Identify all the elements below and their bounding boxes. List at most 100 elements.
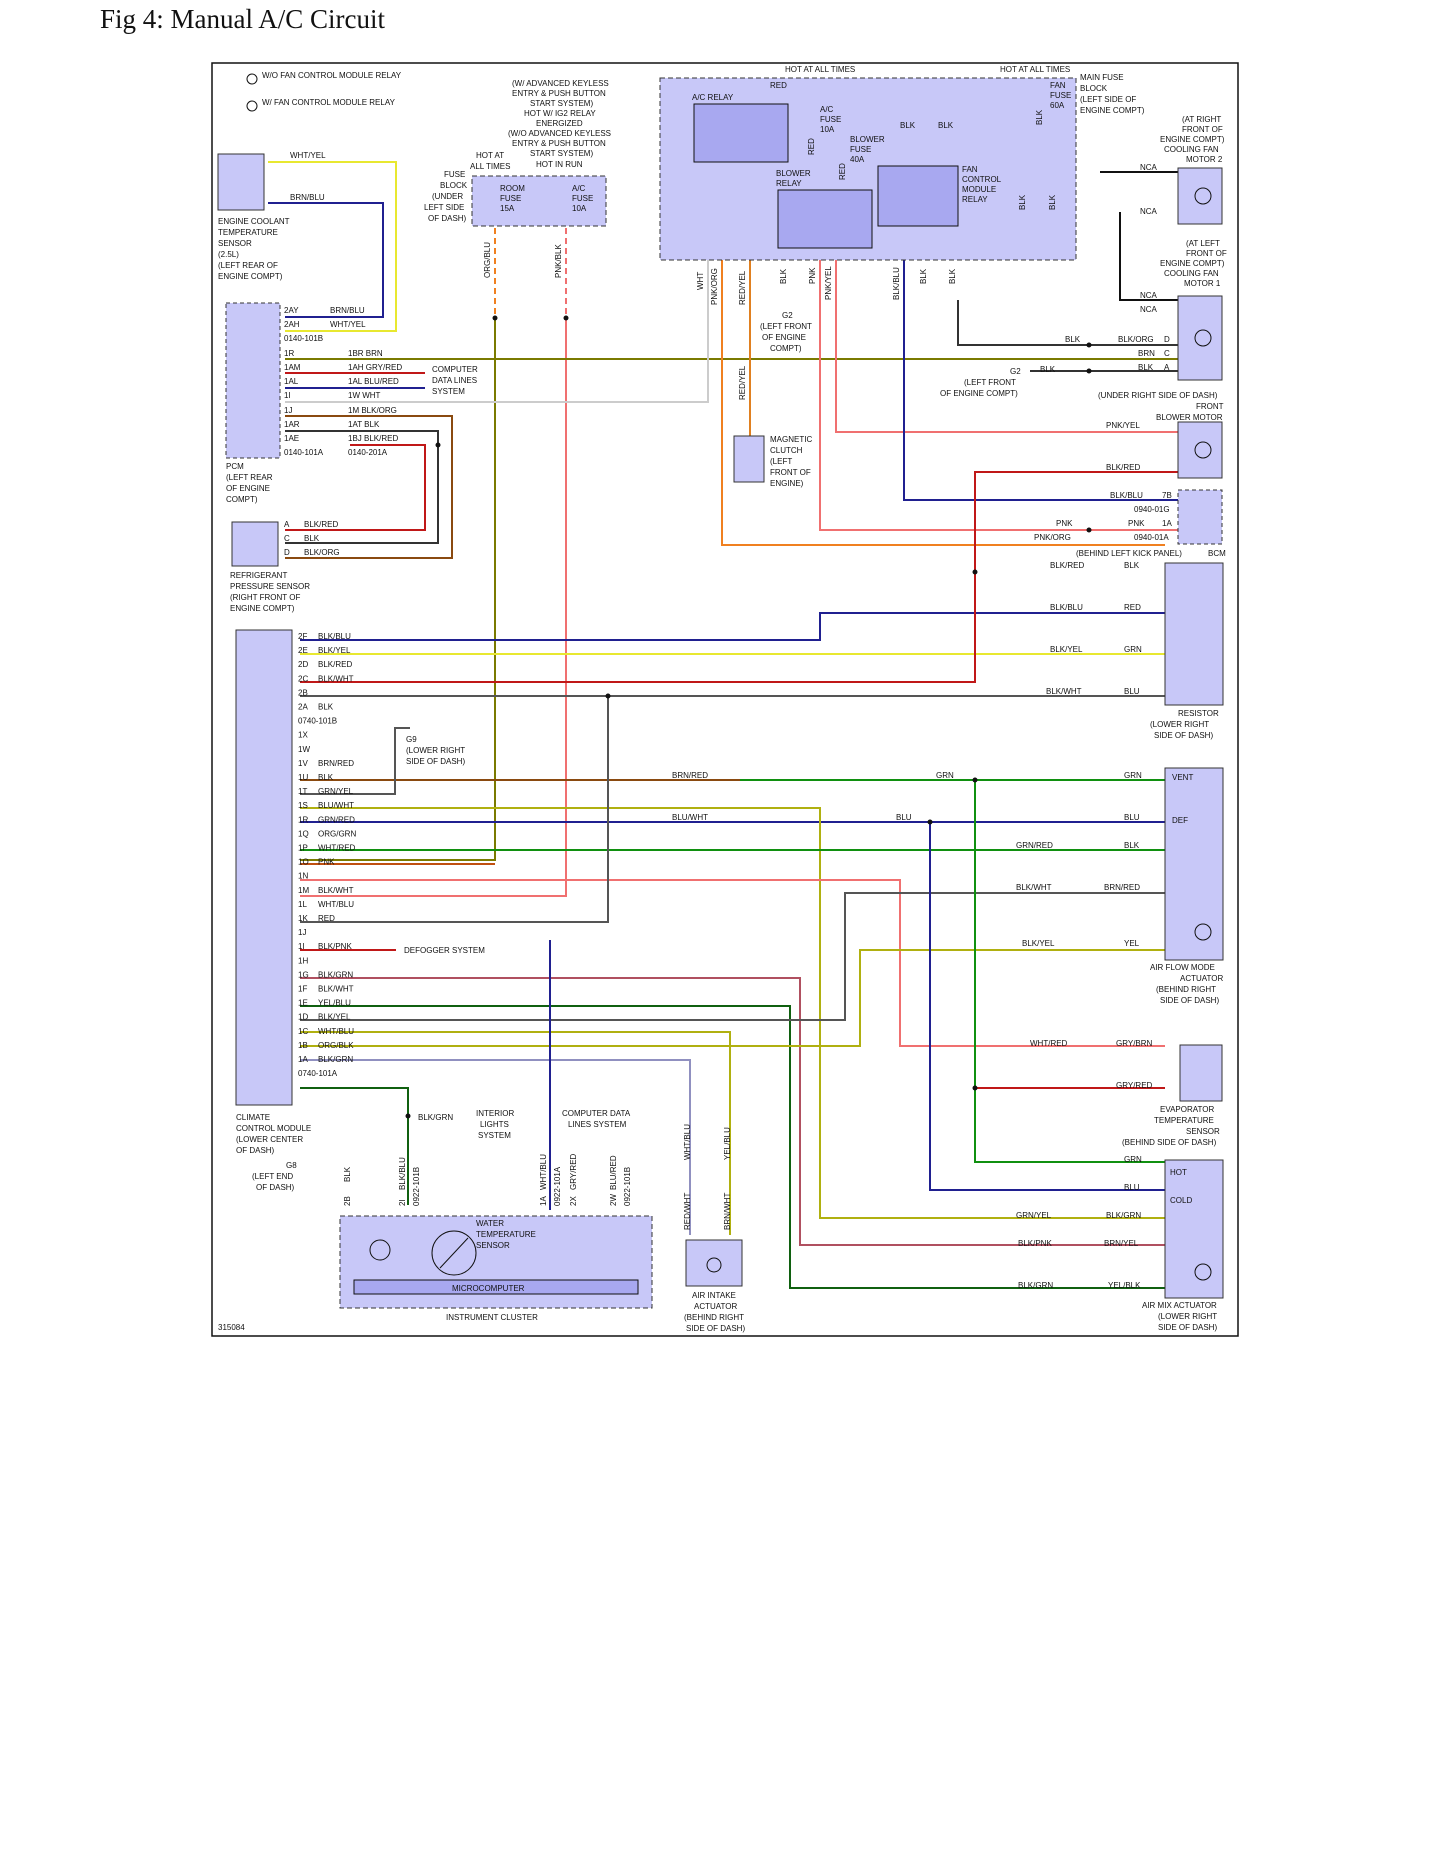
fcm-label: (UNDER RIGHT SIDE OF DASH) xyxy=(1098,391,1218,400)
wire-wht-yel xyxy=(268,161,397,332)
v-org-blu: ORG/BLU xyxy=(483,242,492,278)
refrig-sensor-box xyxy=(231,521,279,567)
wire-nca2 xyxy=(1119,212,1178,301)
svg-text:1AL: 1AL xyxy=(284,377,299,386)
res-1: (LOWER RIGHT xyxy=(1150,720,1209,729)
ccm-pin: 1Q xyxy=(298,829,309,838)
main-fuse-1: MAIN FUSE xyxy=(1080,73,1124,82)
room-fuse-1: FUSE xyxy=(500,194,521,203)
v-blk5: BLK xyxy=(1048,194,1057,210)
fan-fuse-3: 60A xyxy=(1050,101,1065,110)
afm-motor xyxy=(1194,923,1212,941)
g8-1: (LEFT END xyxy=(252,1172,293,1181)
wire-blk-red xyxy=(285,444,426,531)
mag-clutch-box xyxy=(733,435,765,483)
ccm-2: (LOWER CENTER xyxy=(236,1135,303,1144)
ccm-pin-wire: ORG/BLK xyxy=(318,1041,354,1050)
wire-wht-blu-1c xyxy=(300,1059,691,1235)
wire-grn-yel-ccm xyxy=(300,807,1165,1219)
svg-text:BLK/RED: BLK/RED xyxy=(1050,561,1084,570)
wires xyxy=(268,86,1178,1289)
amx-motor xyxy=(1194,1263,1212,1281)
bcm-box xyxy=(1177,489,1223,545)
ccm-pin-wire: BLK/RED xyxy=(318,660,352,669)
ai-2: (BEHIND RIGHT xyxy=(684,1313,744,1322)
refrig-0: REFRIGERANT xyxy=(230,571,287,580)
svg-text:GRY/RED: GRY/RED xyxy=(569,1153,578,1190)
svg-text:VENT: VENT xyxy=(1172,773,1193,782)
ai-1: ACTUATOR xyxy=(694,1302,737,1311)
svg-text:1A: 1A xyxy=(539,1196,548,1206)
air-intake-box xyxy=(685,1239,743,1287)
ac-fuse-3: 10A xyxy=(820,125,835,134)
figure-title: Fig 4: Manual A/C Circuit xyxy=(100,4,386,34)
svg-text:BLK/ORG: BLK/ORG xyxy=(1118,335,1154,344)
cfm1-2: ENGINE COMPT) xyxy=(1160,259,1225,268)
fuse-block-2: (UNDER xyxy=(432,192,463,201)
ccm-pin: 1L xyxy=(298,900,307,909)
cfm2-2: ENGINE COMPT) xyxy=(1160,135,1225,144)
v-blk-blu: BLK/BLU xyxy=(892,267,901,300)
svg-text:BRN/WHT: BRN/WHT xyxy=(723,1193,732,1230)
wts-0: WATER xyxy=(476,1219,504,1228)
blower-motor-box xyxy=(1177,421,1223,479)
g9-2: SIDE OF DASH) xyxy=(406,757,465,766)
cfm2-motor xyxy=(1194,187,1212,205)
ect-2: SENSOR xyxy=(218,239,252,248)
svg-text:BRN/RED: BRN/RED xyxy=(1104,883,1140,892)
wire-blk-yel-1d xyxy=(300,949,1165,1047)
svg-text:1BR BRN: 1BR BRN xyxy=(348,349,383,358)
ccm-pin-wire: WHT/BLU xyxy=(318,1027,354,1036)
diagram-frame xyxy=(211,62,1239,1337)
v-red: RED xyxy=(807,138,816,155)
fan-fuse-2: FUSE xyxy=(1050,91,1071,100)
fuse-block-box xyxy=(471,175,607,227)
svg-text:GRN/RED: GRN/RED xyxy=(1016,841,1053,850)
svg-text:YEL/BLK: YEL/BLK xyxy=(1108,1281,1141,1290)
hot-at-1: ALL TIMES xyxy=(470,162,510,171)
ccm-pin: 1T xyxy=(298,787,307,796)
res-0: RESISTOR xyxy=(1178,709,1219,718)
wire-blk-blu xyxy=(903,232,1178,501)
v-red2: RED xyxy=(838,163,847,180)
wire-blk-wht-1m xyxy=(300,696,609,923)
svg-text:1AH GRY/RED: 1AH GRY/RED xyxy=(348,363,402,372)
amx-2: SIDE OF DASH) xyxy=(1158,1323,1217,1332)
bcm-label: (BEHIND LEFT KICK PANEL) xyxy=(1076,549,1182,558)
wire-blk-pnk xyxy=(300,977,1165,1246)
wire-blk-r xyxy=(957,300,1178,346)
evap-2: SENSOR xyxy=(1186,1127,1220,1136)
blower-motor-m xyxy=(1194,441,1212,459)
svg-text:D: D xyxy=(284,548,290,557)
fcm-relay-box xyxy=(877,165,959,227)
svg-text:2X: 2X xyxy=(569,1196,578,1206)
wire-blk-grn-1a xyxy=(300,1087,409,1205)
g9-0: G9 xyxy=(406,735,417,744)
labels: W/O FAN CONTROL MODULE RELAY W/ FAN CONT… xyxy=(218,65,1227,1333)
ac-fuse2-2: 10A xyxy=(572,204,587,213)
ect-4: (LEFT REAR OF xyxy=(218,261,278,270)
room-fuse-0: ROOM xyxy=(500,184,525,193)
ccm-pin: 1K xyxy=(298,914,308,923)
svg-text:BLK/PNK: BLK/PNK xyxy=(1018,1239,1052,1248)
svg-text:2W: 2W xyxy=(609,1194,618,1206)
keyless-4: ENERGIZED xyxy=(536,119,583,128)
blk-g2: BLK xyxy=(1040,365,1056,374)
svg-text:A: A xyxy=(284,520,290,529)
svg-text:BLK/BLU: BLK/BLU xyxy=(398,1157,407,1190)
ccm-pin-wire: BLK/WHT xyxy=(318,985,354,994)
svg-text:2I: 2I xyxy=(398,1199,407,1206)
svg-text:BLK/YEL: BLK/YEL xyxy=(1050,645,1083,654)
ac-relay-box xyxy=(693,103,789,163)
svg-text:BRN/RED: BRN/RED xyxy=(672,771,708,780)
v-pnk-yel: PNK/YEL xyxy=(824,266,833,300)
svg-text:1R: 1R xyxy=(284,349,294,358)
cdls2-1: LINES SYSTEM xyxy=(568,1120,627,1129)
air-intake-motor xyxy=(706,1257,722,1273)
legend-circle-2 xyxy=(246,100,258,112)
ccm-pin: 1S xyxy=(298,801,308,810)
wire-org-blu-solid xyxy=(300,318,496,861)
amx-0: AIR MIX ACTUATOR xyxy=(1142,1301,1217,1310)
blk-fcm: BLK xyxy=(1065,335,1081,344)
